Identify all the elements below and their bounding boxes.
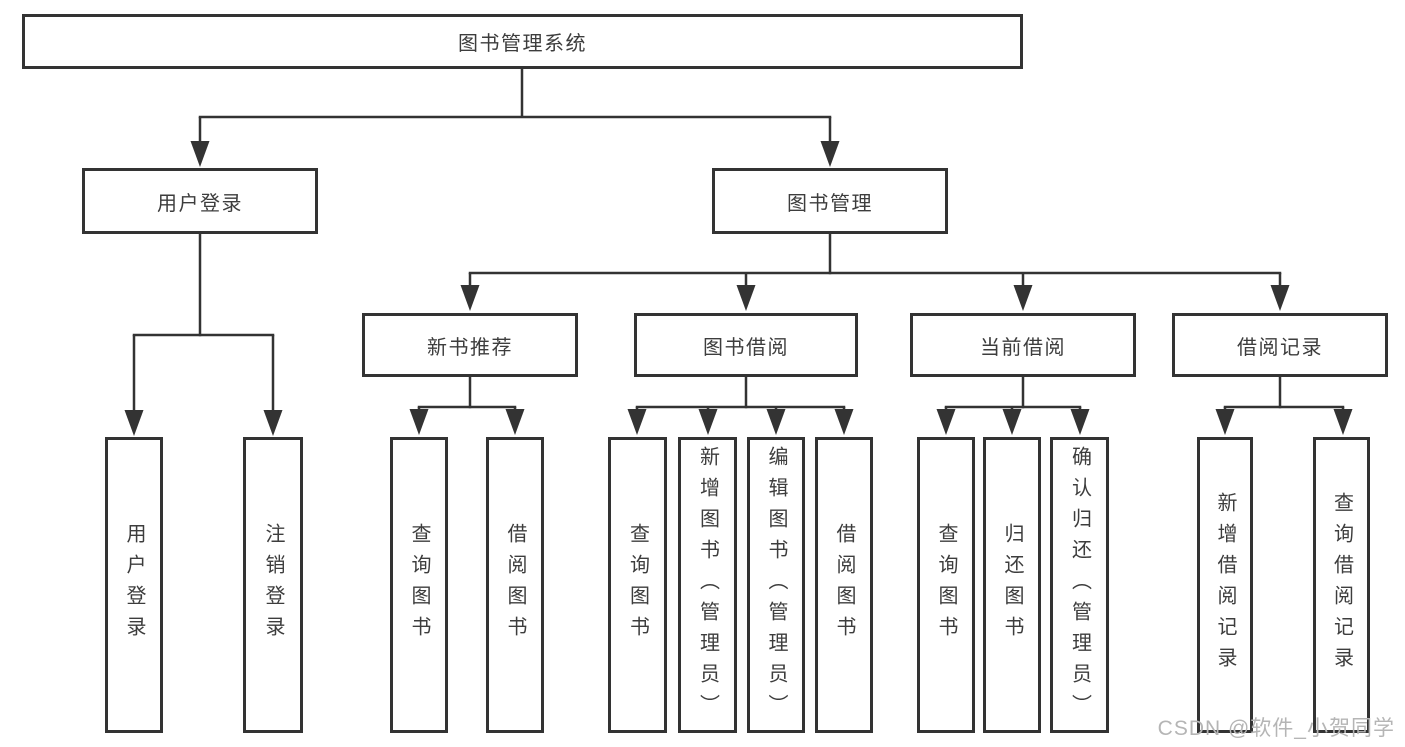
leaf-borrow-edit-books: 编辑图书（管理员）	[747, 437, 805, 733]
csdn-watermark: CSDN @软件_小贺同学	[1157, 717, 1395, 740]
leaf-current-query-books: 查询图书	[917, 437, 975, 733]
node-user-login-label: 用户登录	[157, 192, 243, 215]
leaf-records-add-record-label: 新增借阅记录	[1214, 492, 1236, 678]
node-book-borrow-label: 图书借阅	[703, 336, 789, 359]
leaf-borrow-query-books: 查询图书	[608, 437, 667, 733]
leaf-recommend-query-books: 查询图书	[390, 437, 448, 733]
leaf-borrow-borrow-books: 借阅图书	[815, 437, 873, 733]
leaf-current-confirm-return-label: 确认归还（管理员）	[1068, 445, 1091, 725]
node-root-label: 图书管理系统	[458, 33, 587, 55]
node-root: 图书管理系统	[22, 14, 1023, 69]
leaf-borrow-query-books-label: 查询图书	[626, 523, 649, 647]
node-book-management: 图书管理	[712, 168, 948, 234]
node-book-borrow: 图书借阅	[634, 313, 858, 377]
node-new-book-recommend-label: 新书推荐	[427, 336, 513, 359]
node-current-borrow-label: 当前借阅	[980, 336, 1066, 359]
leaf-user-login: 用户登录	[105, 437, 163, 733]
node-user-login: 用户登录	[82, 168, 318, 234]
leaf-recommend-query-books-label: 查询图书	[408, 523, 430, 647]
leaf-records-add-record: 新增借阅记录	[1197, 437, 1253, 733]
leaf-records-query-record-label: 查询借阅记录	[1330, 492, 1353, 678]
leaf-current-return-books-label: 归还图书	[1001, 523, 1023, 647]
node-borrow-records: 借阅记录	[1172, 313, 1388, 377]
leaf-user-login-label: 用户登录	[123, 523, 145, 647]
node-current-borrow: 当前借阅	[910, 313, 1136, 377]
leaf-recommend-borrow-books-label: 借阅图书	[504, 523, 526, 647]
leaf-borrow-borrow-books-label: 借阅图书	[833, 523, 855, 647]
node-new-book-recommend: 新书推荐	[362, 313, 578, 377]
leaf-logout: 注销登录	[243, 437, 303, 733]
leaf-current-return-books: 归还图书	[983, 437, 1041, 733]
leaf-logout-label: 注销登录	[262, 523, 284, 647]
leaf-current-confirm-return: 确认归还（管理员）	[1050, 437, 1109, 733]
node-book-management-label: 图书管理	[787, 192, 873, 215]
leaf-recommend-borrow-books: 借阅图书	[486, 437, 544, 733]
leaf-records-query-record: 查询借阅记录	[1313, 437, 1370, 733]
leaf-borrow-edit-books-label: 编辑图书（管理员）	[765, 445, 787, 725]
node-borrow-records-label: 借阅记录	[1237, 336, 1323, 359]
leaf-borrow-add-books-label: 新增图书（管理员）	[696, 445, 719, 725]
leaf-borrow-add-books: 新增图书（管理员）	[678, 437, 737, 733]
leaf-current-query-books-label: 查询图书	[935, 523, 957, 647]
